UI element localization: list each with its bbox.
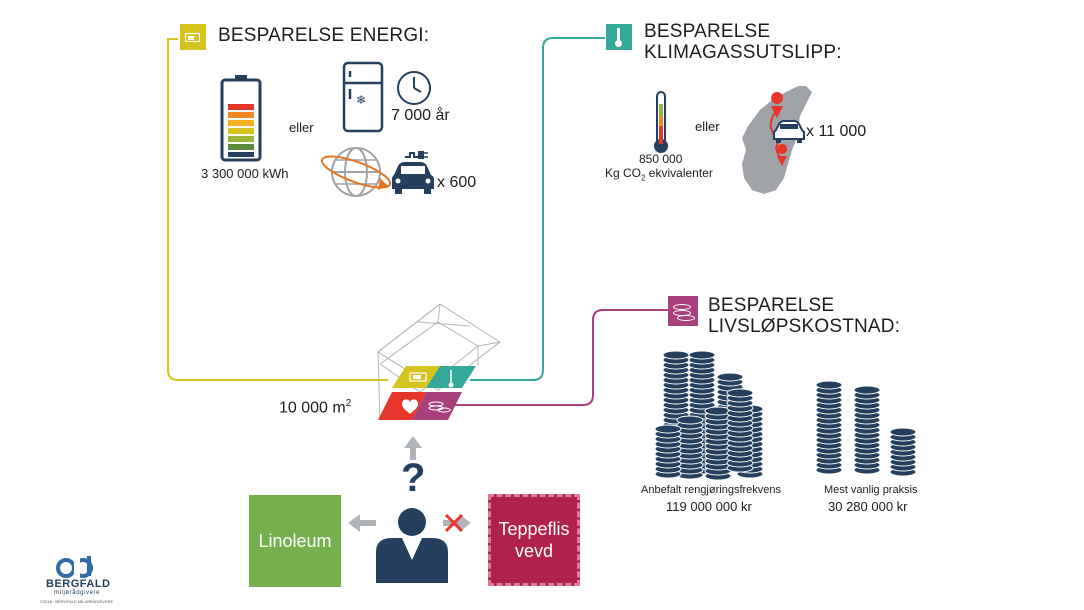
- lifecycle-left-value: 119 000 000 kr: [666, 499, 752, 514]
- coin: [688, 350, 716, 360]
- coin: [654, 424, 682, 434]
- lifecycle-left-label: Anbefalt rengjøringsfrekvens: [641, 484, 782, 496]
- tile-heart-icon: [402, 399, 418, 414]
- right-arrow-blocked-icon: [443, 513, 471, 533]
- coin: [815, 380, 843, 390]
- energy-connector-line: [167, 38, 388, 381]
- coin: [662, 350, 690, 360]
- battery-value: 3 300 000 kWh: [201, 166, 289, 181]
- coin: [716, 372, 744, 382]
- lifecycle-right-value: 30 280 000 kr: [828, 499, 908, 514]
- tile-battery-icon: [409, 372, 427, 382]
- climate-heading-line2: KLIMAGASSUTSLIPP:: [644, 42, 842, 63]
- thermometer-icon: [654, 91, 668, 153]
- battery-icon: [220, 75, 262, 162]
- logo-copyright: ©2018 - BERGFALD MILJØRÅDGIVERE: [40, 599, 114, 604]
- climate-car-multiplier: x 11 000: [806, 123, 867, 140]
- coin: [889, 427, 917, 437]
- logo-tagline: miljørådgivere: [54, 590, 101, 596]
- coin: [726, 388, 754, 398]
- clock-icon: [397, 71, 431, 105]
- linoleum-label: Linoleum: [258, 531, 332, 551]
- floor-tiles: [378, 366, 476, 420]
- years-value: 7 000 år: [391, 107, 450, 124]
- energy-heading: BESPARELSE ENERGI:: [218, 25, 430, 46]
- lifecycle-heading-line1: BESPARELSE: [708, 295, 835, 316]
- coin-stacks-common: [815, 380, 917, 477]
- teppeflis-label-line1: Teppeflis: [498, 519, 570, 539]
- climate-value: 850 000: [639, 152, 683, 166]
- climate-car-icon: [773, 120, 805, 143]
- lifecycle-connector-line: [455, 309, 668, 406]
- coin: [676, 415, 704, 425]
- lifecycle-heading-line2: LIVSLØPSKOSTNAD:: [708, 316, 901, 337]
- teppeflis-option[interactable]: Teppeflis vevd: [488, 494, 580, 586]
- climate-section-icon: [606, 24, 632, 50]
- climate-heading-line1: BESPARELSE: [644, 21, 771, 42]
- question-mark: ?: [401, 456, 426, 500]
- person-icon: [376, 508, 448, 583]
- logo-name: BERGFALD: [46, 578, 111, 590]
- floor-tile-health: [378, 392, 426, 420]
- up-arrow-icon: [404, 436, 422, 460]
- energy-or-label: eller: [289, 120, 314, 135]
- linoleum-option[interactable]: Linoleum: [249, 495, 341, 587]
- fridge-icon: ❄: [342, 61, 384, 133]
- teppeflis-label-line2: vevd: [514, 541, 554, 561]
- coin-stacks-recommended: [654, 350, 764, 481]
- left-arrow-icon: [348, 514, 376, 532]
- tile-money-icon: [428, 401, 451, 413]
- coin: [853, 385, 881, 395]
- climate-connector-line: [470, 37, 605, 381]
- lifecycle-right-label: Mest vanlig praksis: [824, 484, 918, 496]
- climate-or-label: eller: [695, 119, 720, 134]
- globe-icon: [320, 147, 392, 197]
- energy-car-multiplier: x 600: [437, 174, 477, 191]
- bergfald-logo-icon: [56, 556, 93, 578]
- area-value: 10 000 m2: [279, 398, 352, 417]
- energy-section-icon: [180, 24, 206, 50]
- climate-unit: Kg CO2 ekvivalenter: [605, 166, 713, 183]
- svg-text:❄: ❄: [356, 93, 366, 107]
- lifecycle-section-icon: [668, 296, 698, 326]
- electric-car-icon: [392, 151, 434, 194]
